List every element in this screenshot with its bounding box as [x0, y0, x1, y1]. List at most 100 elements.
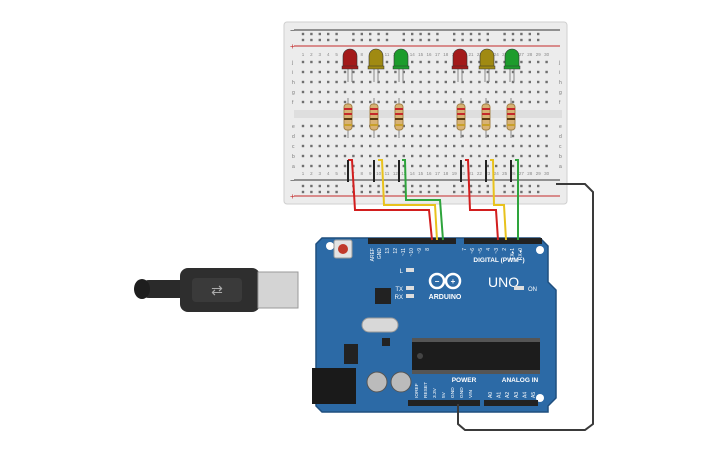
led-yellow-1[interactable] — [367, 48, 385, 82]
breadboard-hole — [335, 100, 338, 104]
wire-green-1[interactable] — [402, 159, 444, 241]
breadboard-hole — [528, 184, 531, 188]
breadboard-hole — [310, 190, 313, 194]
col-number: 3 — [319, 171, 322, 176]
breadboard-hole — [318, 144, 321, 148]
breadboard-hole — [427, 90, 431, 94]
led-green-2[interactable] — [503, 48, 521, 82]
breadboard-hole — [360, 134, 363, 138]
breadboard-hole — [352, 38, 355, 42]
breadboard-hole — [385, 144, 389, 148]
breadboard-hole — [402, 184, 405, 188]
breadboard-hole — [360, 144, 363, 148]
breadboard-hole — [469, 154, 473, 158]
col-number: 1 — [302, 171, 305, 176]
breadboard-center-channel — [294, 110, 562, 118]
breadboard-hole — [394, 70, 397, 74]
atmega-microcontroller — [412, 342, 540, 370]
wire-red-1[interactable] — [348, 159, 433, 241]
breadboard-hole — [511, 80, 515, 84]
col-number: 5 — [335, 171, 338, 176]
breadboard-hole — [469, 164, 473, 168]
breadboard-hole — [478, 70, 481, 74]
breadboard-hole — [436, 38, 439, 42]
breadboard-hole — [545, 100, 548, 104]
breadboard-hole — [301, 134, 305, 138]
breadboard-hole — [511, 32, 515, 36]
breadboard-hole — [528, 70, 531, 74]
led-yellow-2[interactable] — [478, 48, 496, 82]
breadboard-hole — [394, 134, 397, 138]
col-number: 15 — [418, 171, 424, 176]
breadboard-hole — [461, 154, 464, 158]
breadboard-hole — [511, 184, 515, 188]
breadboard-hole — [385, 190, 389, 194]
breadboard-hole — [419, 32, 422, 36]
breadboard-hole — [301, 190, 305, 194]
resistor[interactable] — [506, 103, 516, 131]
breadboard-hole — [360, 80, 363, 84]
breadboard-hole — [486, 154, 489, 158]
resistor[interactable] — [481, 103, 491, 131]
led-rim — [367, 65, 385, 70]
col-number: 5 — [335, 52, 338, 57]
resistor[interactable] — [456, 103, 466, 131]
led-red-1[interactable] — [341, 48, 359, 82]
resistor[interactable] — [394, 103, 404, 131]
led-green-1[interactable] — [392, 48, 410, 82]
breadboard-hole — [495, 70, 498, 74]
breadboard-hole — [377, 90, 380, 94]
breadboard-hole — [360, 184, 363, 188]
header-analog — [484, 400, 538, 406]
breadboard-hole — [453, 144, 456, 148]
wire-yellow-2[interactable] — [490, 159, 507, 241]
breadboard-hole — [411, 60, 414, 64]
breadboard-hole — [444, 100, 447, 104]
col-number: 22 — [477, 52, 483, 57]
resistors[interactable] — [343, 98, 516, 138]
breadboard-hole — [419, 164, 422, 168]
breadboard-hole — [402, 164, 405, 168]
breadboard-hole — [444, 154, 447, 158]
led-rim — [451, 65, 469, 70]
wires[interactable] — [347, 159, 594, 431]
power-jack[interactable] — [312, 368, 356, 404]
breadboard[interactable]: − + − + jjiihhggffeeddccbbaa112233445566… — [283, 21, 568, 205]
breadboard-hole — [537, 124, 540, 128]
breadboard-hole — [385, 164, 389, 168]
col-number: 29 — [536, 171, 542, 176]
breadboard-hole — [318, 90, 321, 94]
col-number: 19 — [452, 171, 458, 176]
breadboard-hole — [301, 70, 305, 74]
label-analog-in: ANALOG IN — [502, 377, 539, 384]
breadboard-hole — [394, 144, 397, 148]
breadboard-hole — [411, 154, 414, 158]
resistor[interactable] — [343, 103, 353, 131]
breadboard-hole — [461, 38, 464, 42]
digital-pin-label: 13 — [385, 248, 391, 254]
leds[interactable] — [341, 48, 521, 82]
breadboard-hole — [343, 70, 347, 74]
breadboard-hole — [335, 80, 338, 84]
breadboard-hole — [495, 164, 498, 168]
reset-button-cap[interactable] — [338, 244, 348, 254]
wire-ground[interactable] — [457, 183, 594, 431]
breadboard-hole — [520, 60, 523, 64]
col-number: 20 — [460, 171, 466, 176]
wire-yellow-1[interactable] — [378, 159, 438, 241]
wire-green-2[interactable] — [515, 159, 519, 240]
breadboard-hole — [503, 190, 506, 194]
led-red-2[interactable] — [451, 48, 469, 82]
usb-cable[interactable]: ⇄ — [134, 268, 299, 312]
resistor[interactable] — [369, 103, 379, 131]
breadboard-hole — [394, 80, 397, 84]
breadboard-hole — [520, 70, 523, 74]
wire-red-2[interactable] — [465, 159, 499, 241]
breadboard-hole — [528, 100, 531, 104]
led-body — [504, 48, 520, 69]
breadboard-hole — [310, 70, 313, 74]
row-letter: j — [291, 60, 293, 66]
